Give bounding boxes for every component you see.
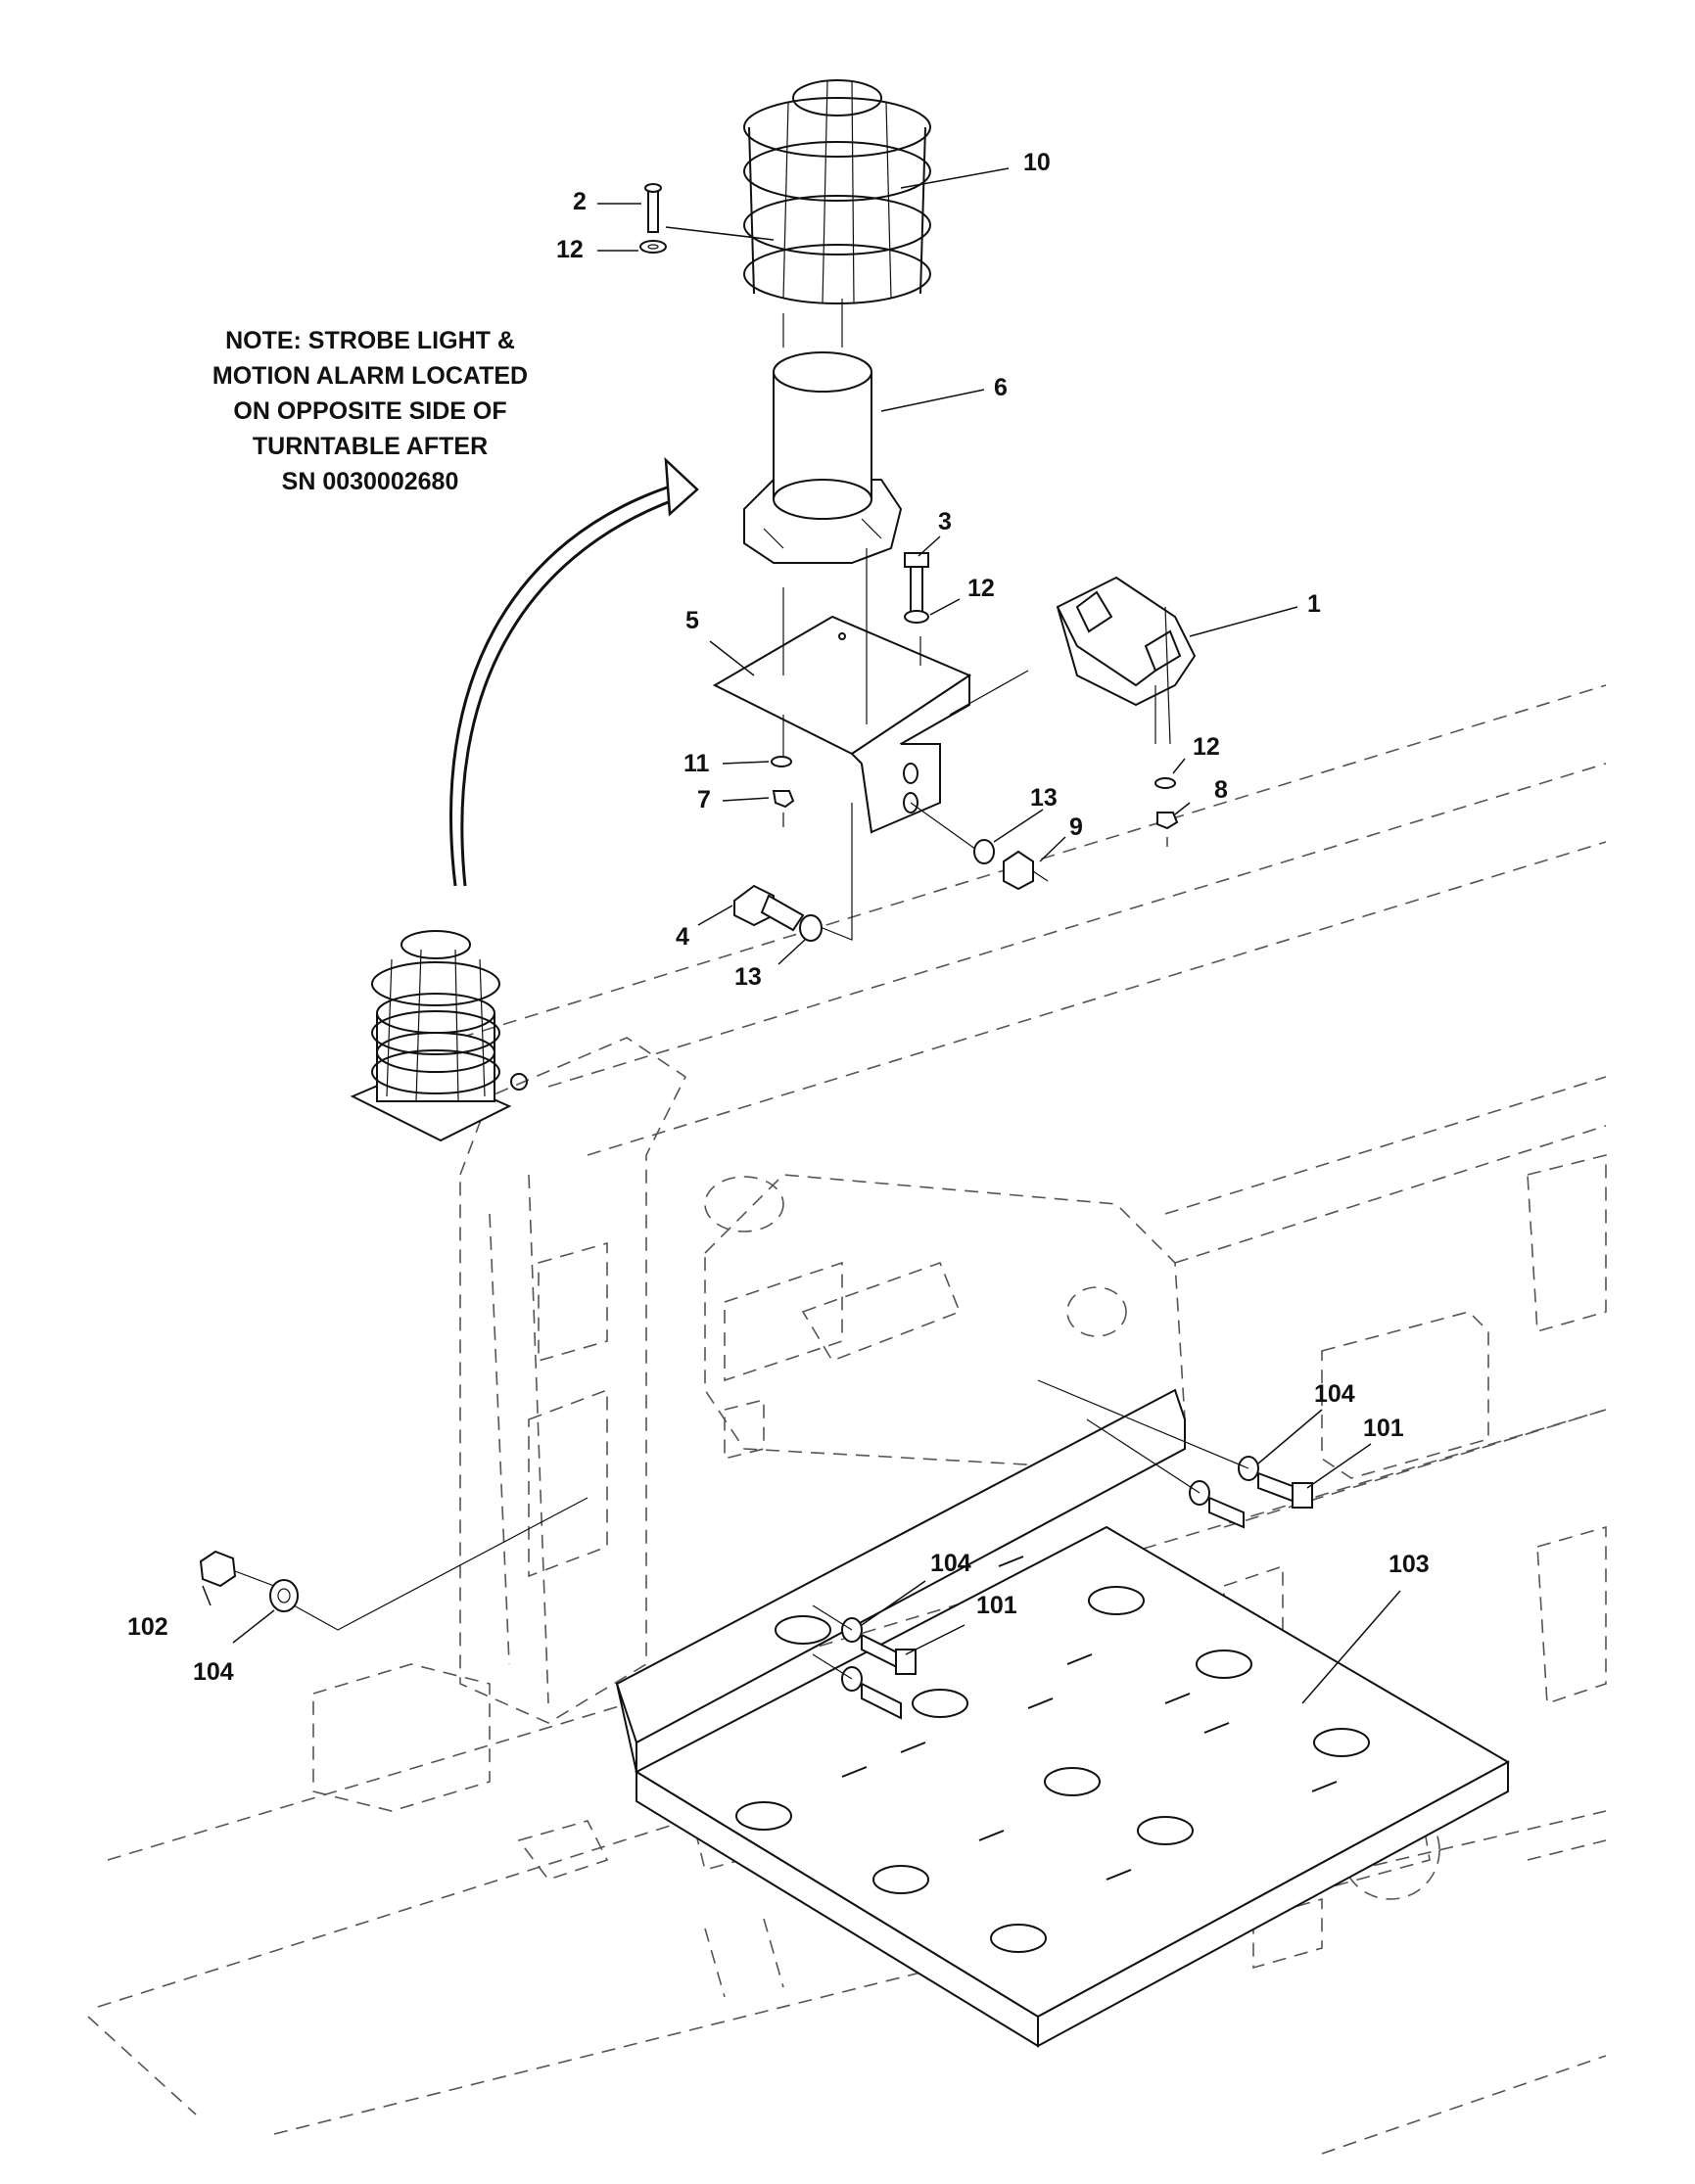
callout-10: 10 [1023,149,1051,176]
callout-12: 12 [556,236,584,263]
strobe-light-installed-illustration [350,930,528,1142]
step-platform [615,1388,1511,2048]
bolt-and-washer [733,884,823,942]
mounting-bracket [712,548,1029,941]
callout-13: 13 [1030,784,1058,812]
strobe-light [743,299,903,564]
callout-13: 13 [734,963,762,991]
motion-alarm [1056,576,1197,745]
callout-2: 2 [573,188,587,215]
location-note: NOTE: STROBE LIGHT & MOTION ALARM LOCATE… [212,327,528,495]
note-line-3: ON OPPOSITE SIDE OF [233,397,506,425]
washer-nut-set-b [1154,777,1179,847]
note-line-4: TURNTABLE AFTER [253,433,488,460]
callout-labels: 10 2 12 6 3 12 1 5 11 7 13 9 12 8 4 13 1… [127,149,1430,1686]
callout-1: 1 [1307,590,1321,618]
platform-fasteners [812,1379,1313,1720]
callout-7: 7 [697,786,711,813]
callout-5: 5 [685,607,699,634]
callout-104: 104 [930,1550,971,1577]
note-line-5: SN 0030002680 [282,468,459,495]
wire-guard [743,79,931,304]
callout-8: 8 [1214,776,1228,804]
callout-12: 12 [967,575,995,602]
note-line-2: MOTION ALARM LOCATED [212,362,528,390]
washer-nut-set-a [771,756,795,827]
note-line-1: NOTE: STROBE LIGHT & [225,327,515,354]
mount-screw [904,552,929,624]
location-arrow [449,456,699,887]
callout-leaders [202,167,1401,1704]
washer-nut-set-c [910,802,1049,891]
callout-102: 102 [127,1613,168,1641]
callout-101: 101 [1363,1415,1404,1442]
callout-104: 104 [1314,1380,1355,1408]
callout-11: 11 [683,750,710,777]
callout-103: 103 [1389,1551,1430,1578]
callout-9: 9 [1069,813,1083,841]
callout-101: 101 [976,1592,1017,1619]
nut-and-washer [199,1497,589,1631]
platform-holes [735,1556,1370,1953]
screw-and-washer [639,183,667,254]
callout-3: 3 [938,508,952,535]
callout-12: 12 [1193,733,1220,761]
callout-4: 4 [676,923,689,951]
callout-6: 6 [994,374,1008,401]
callout-104: 104 [193,1658,234,1686]
